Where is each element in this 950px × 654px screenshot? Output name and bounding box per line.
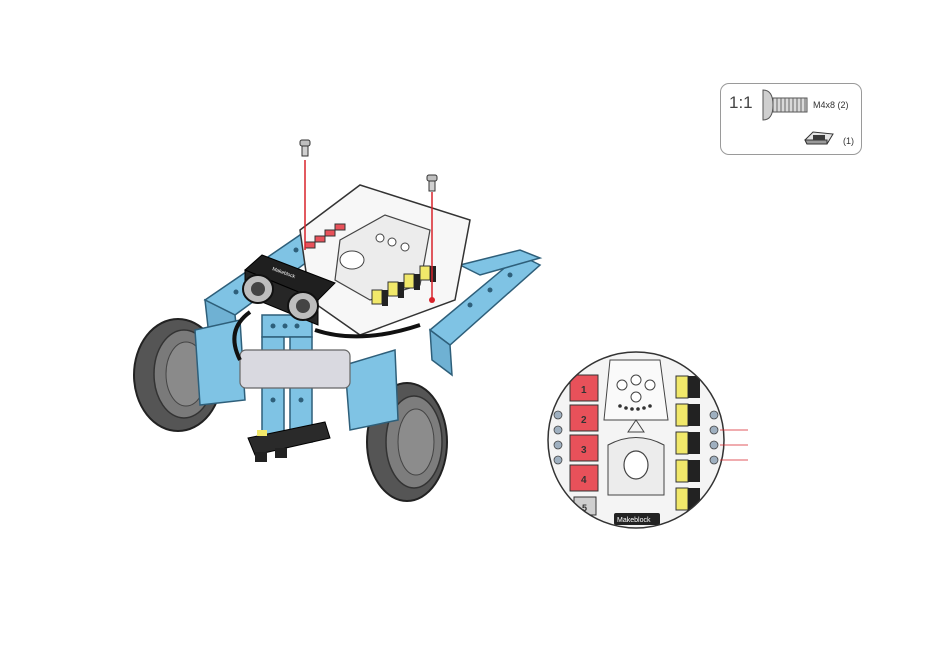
yellow-port-column [676,376,700,510]
port-3-label: 3 [581,445,587,456]
port-2-label: 2 [581,415,587,426]
port-1-label: 1 [581,385,587,396]
port-4-label: 4 [581,475,587,486]
detail-brand-text: Makeblock [617,517,651,524]
